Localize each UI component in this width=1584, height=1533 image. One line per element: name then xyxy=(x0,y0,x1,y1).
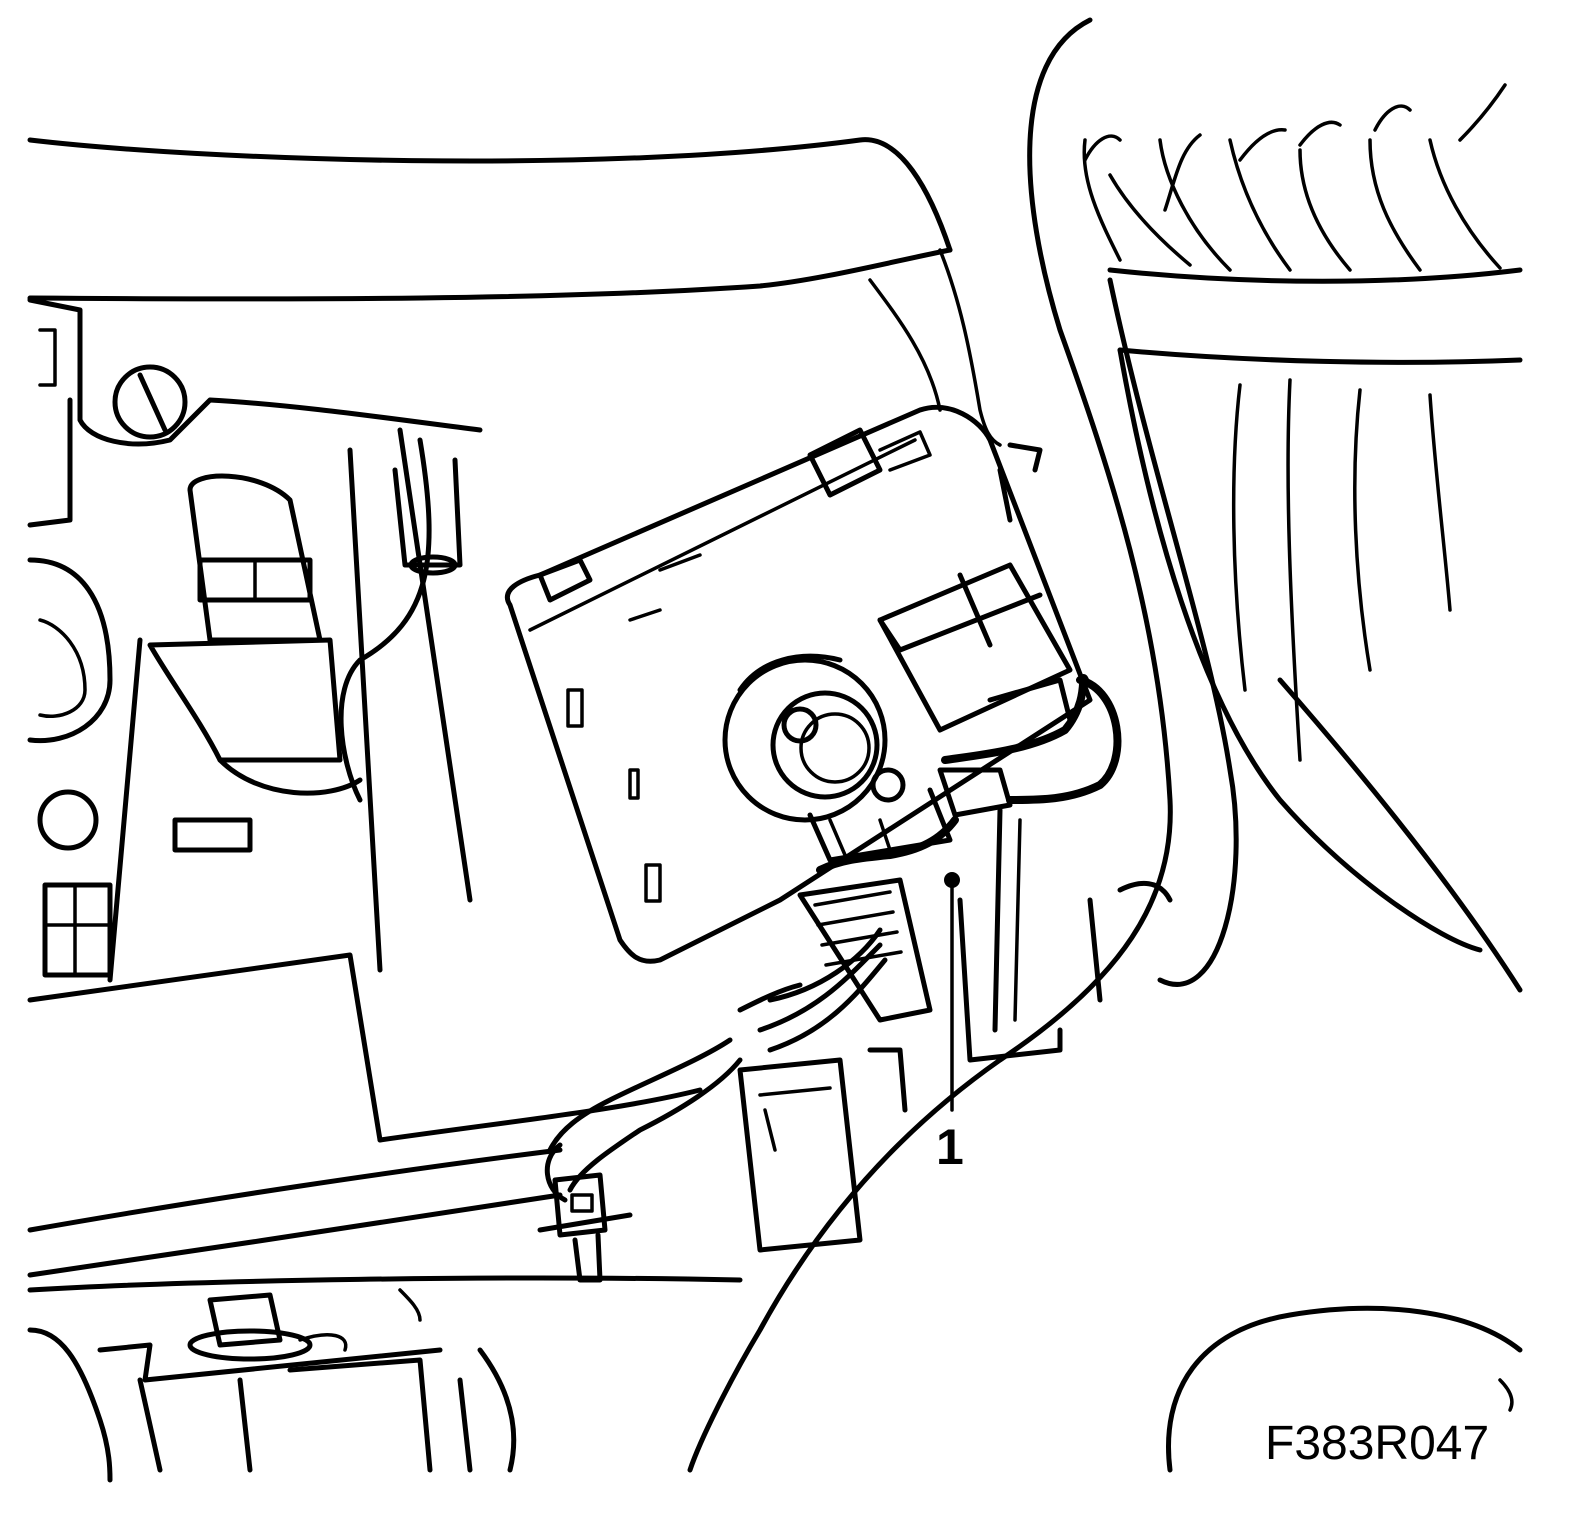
bottom-bolt-plate xyxy=(27,1275,743,1483)
figure-id: F383R047 xyxy=(1265,1417,1490,1470)
lower-bracket xyxy=(737,807,1173,1253)
steering-column-housing xyxy=(27,427,703,1143)
sensor-cable xyxy=(816,674,1122,888)
left-mounting-bracket xyxy=(27,297,483,978)
upper-cowl-panel xyxy=(27,137,1002,447)
bottom-right-arch xyxy=(1166,1305,1523,1473)
wheel-arch xyxy=(687,17,1523,1473)
control-module xyxy=(505,404,1093,964)
wiring-harness xyxy=(27,877,933,1283)
callout-label-1: 1 xyxy=(936,1119,964,1175)
